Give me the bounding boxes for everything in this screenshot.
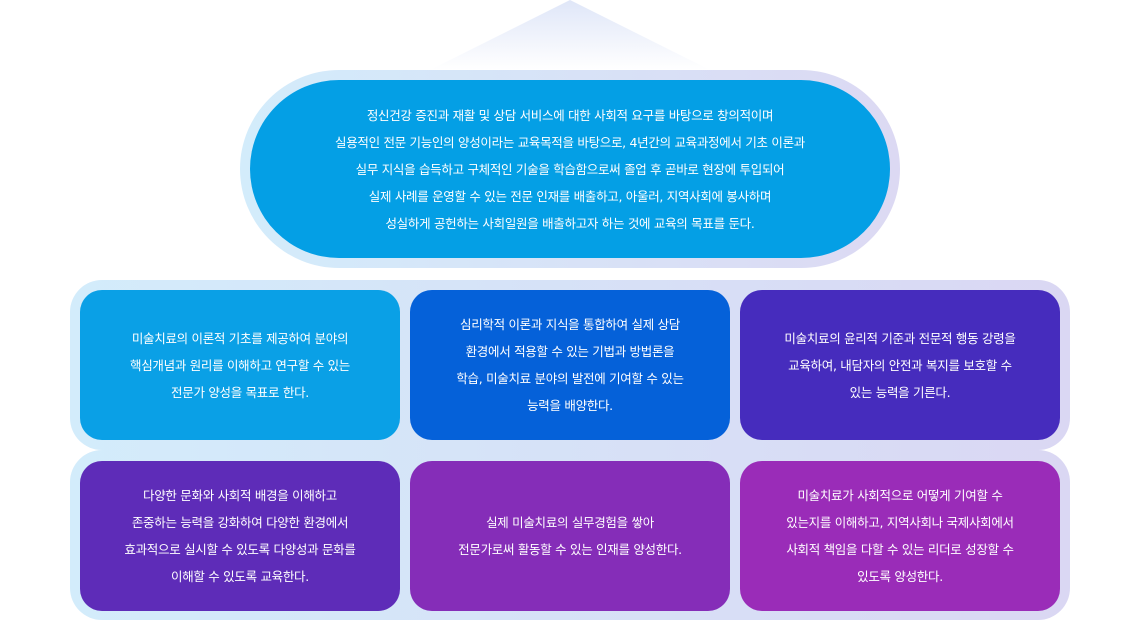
main-goal: 정신건강 증진과 재활 및 상담 서비스에 대한 사회적 요구를 바탕으로 창의…	[250, 80, 890, 258]
objective-text: 미술치료가 사회적으로 어떻게 기여할 수 있는지를 이해하고, 지역사회나 국…	[786, 488, 1014, 584]
objective-card: 심리학적 이론과 지식을 통합하여 실제 상담 환경에서 적용할 수 있는 기법…	[410, 290, 730, 440]
objective-card: 실제 미술치료의 실무경험을 쌓아 전문가로써 활동할 수 있는 인재를 양성한…	[410, 461, 730, 611]
objective-card: 다양한 문화와 사회적 배경을 이해하고 존중하는 능력을 강화하여 다양한 환…	[80, 461, 400, 611]
objective-card: 미술치료가 사회적으로 어떻게 기여할 수 있는지를 이해하고, 지역사회나 국…	[740, 461, 1060, 611]
objective-text: 미술치료의 윤리적 기준과 전문적 행동 강령을 교육하여, 내담자의 안전과 …	[784, 330, 1016, 400]
objective-card: 미술치료의 이론적 기초를 제공하여 분야의 핵심개념과 원리를 이해하고 연구…	[80, 290, 400, 440]
objective-text: 심리학적 이론과 지식을 통합하여 실제 상담 환경에서 적용할 수 있는 기법…	[456, 317, 684, 413]
objective-text: 미술치료의 이론적 기초를 제공하여 분야의 핵심개념과 원리를 이해하고 연구…	[130, 330, 350, 400]
objective-text: 실제 미술치료의 실무경험을 쌓아 전문가로써 활동할 수 있는 인재를 양성한…	[458, 515, 682, 557]
objective-card: 미술치료의 윤리적 기준과 전문적 행동 강령을 교육하여, 내담자의 안전과 …	[740, 290, 1060, 440]
main-goal-text: 정신건강 증진과 재활 및 상담 서비스에 대한 사회적 요구를 바탕으로 창의…	[335, 107, 805, 231]
objective-text: 다양한 문화와 사회적 배경을 이해하고 존중하는 능력을 강화하여 다양한 환…	[124, 488, 356, 584]
pyramid-apex	[430, 0, 710, 70]
